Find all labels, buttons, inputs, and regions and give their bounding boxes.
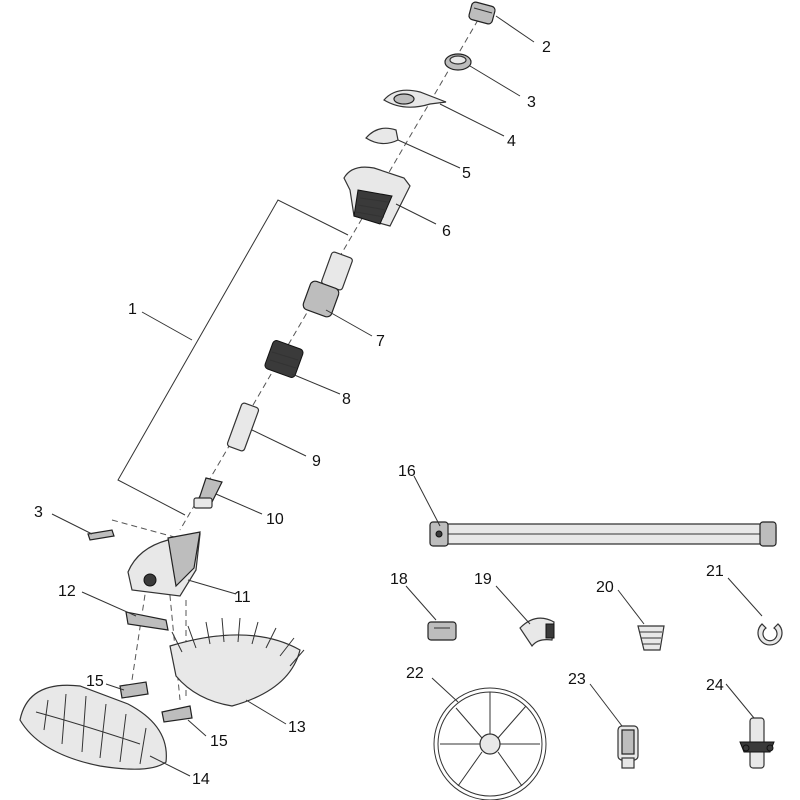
part-8-nut	[264, 340, 304, 378]
label-23: 23	[568, 671, 586, 688]
leader-8	[291, 373, 341, 395]
part-9-tube	[226, 402, 260, 452]
leader-12	[81, 591, 137, 617]
label-22: 22	[406, 665, 424, 682]
leader-6	[395, 203, 437, 225]
part-19-elbow	[519, 617, 555, 648]
leader-15a	[105, 683, 125, 691]
label-4: 4	[507, 133, 516, 150]
label-15b: 15	[210, 733, 228, 750]
part-18-connector	[427, 621, 457, 641]
part-5-flap	[365, 127, 399, 145]
part-12-shoe	[125, 611, 169, 631]
label-7: 7	[376, 333, 385, 350]
label-13: 13	[288, 719, 306, 736]
label-18: 18	[390, 571, 408, 588]
label-10: 10	[266, 511, 284, 528]
part-23-valve-body	[617, 725, 639, 769]
label-19: 19	[474, 571, 492, 588]
label-2: 2	[542, 39, 551, 56]
leader-9	[251, 429, 307, 457]
part-14-skirt	[19, 684, 167, 770]
leader-20	[617, 589, 645, 625]
part-15-foot-b	[161, 705, 193, 723]
leader-4	[439, 103, 505, 137]
label-15a: 15	[86, 673, 104, 690]
part-11-body	[127, 531, 201, 597]
part-6-housing	[343, 166, 411, 227]
leader-5	[397, 139, 461, 169]
label-14: 14	[192, 771, 210, 788]
part-7-connector	[302, 251, 353, 318]
part-3-clip	[87, 529, 115, 541]
part-13-fin-disc	[169, 617, 305, 707]
leader-24	[725, 683, 755, 719]
leader-22	[431, 677, 459, 703]
leader-2	[495, 15, 535, 43]
part-3-ring	[444, 53, 472, 71]
leader-19	[495, 585, 531, 625]
label-9: 9	[312, 453, 321, 470]
leader-10	[215, 493, 263, 515]
leader-23	[589, 683, 623, 727]
part-2-cap	[468, 1, 496, 25]
label-1: 1	[128, 301, 137, 318]
label-3: 3	[527, 94, 536, 111]
part-16-hose	[429, 521, 777, 547]
leader-3	[469, 65, 521, 97]
leader-21	[727, 577, 763, 617]
leader-3b	[51, 513, 93, 535]
part-4-cover	[383, 89, 447, 108]
label-6: 6	[442, 223, 451, 240]
leader-13	[245, 699, 287, 725]
label-8: 8	[342, 391, 351, 408]
label-12: 12	[58, 583, 76, 600]
label-11: 11	[234, 589, 251, 606]
leader-1	[141, 311, 193, 341]
label-20: 20	[596, 579, 614, 596]
part-24-fitting	[739, 717, 775, 769]
label-21: 21	[706, 563, 724, 580]
leader-7	[325, 309, 373, 337]
label-16: 16	[398, 463, 416, 480]
leader-11	[187, 579, 237, 595]
part-10-valve	[193, 477, 223, 509]
part-21-c-clip	[757, 623, 783, 646]
assembly-axis-lower-1	[131, 574, 149, 681]
assembly-axis-3	[111, 519, 179, 539]
leader-15b	[187, 719, 207, 737]
label-3-lower: 3	[34, 504, 43, 521]
part-15-foot-a	[119, 681, 149, 699]
leader-14	[149, 755, 191, 777]
part-22-wheel	[433, 687, 547, 800]
part-20-cone	[637, 625, 665, 651]
label-5: 5	[462, 165, 471, 182]
leader-18	[405, 585, 437, 621]
label-24: 24	[706, 677, 724, 694]
assembly-bracket	[117, 199, 349, 516]
leader-16	[413, 475, 441, 527]
